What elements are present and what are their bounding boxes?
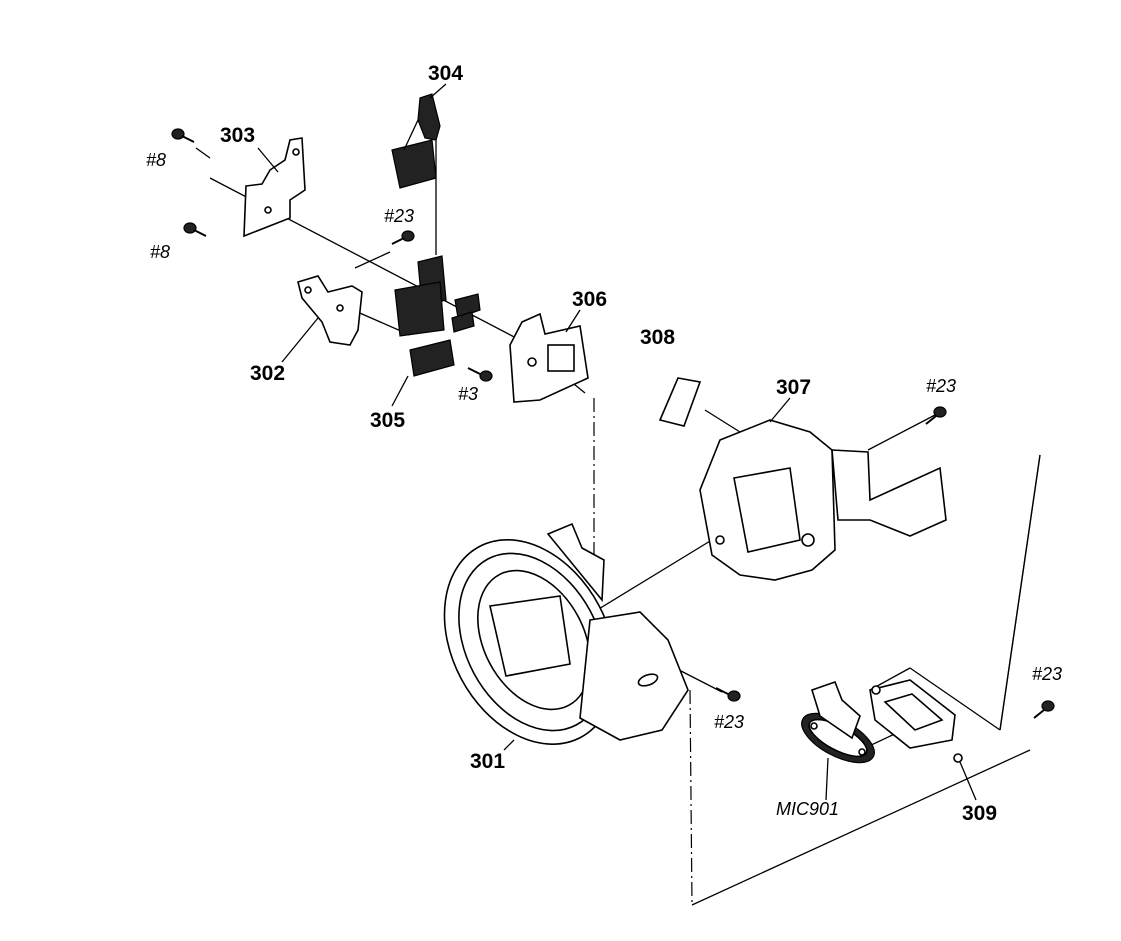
- screw-8-bottom: [183, 222, 207, 237]
- part-301: [443, 522, 689, 745]
- screw-23-upper: [391, 230, 415, 245]
- screw-8-top: [171, 128, 195, 143]
- callout-labels: 304 303 #8 #8 #23 302 305 #3 306 308 307…: [146, 62, 1062, 825]
- part-304: [391, 93, 441, 189]
- label-screw-23-right-top: #23: [926, 376, 956, 396]
- screw-23-far-right: [1033, 700, 1055, 719]
- label-screw-23-upper: #23: [384, 206, 414, 226]
- part-307: [699, 419, 947, 581]
- label-304: 304: [428, 62, 463, 85]
- label-302: 302: [250, 362, 285, 385]
- guide-lines: [209, 140, 1041, 906]
- part-305: [394, 255, 481, 377]
- label-screw-8-top: #8: [146, 150, 166, 170]
- part-306: [509, 312, 589, 403]
- screw-23-lower: [715, 687, 741, 702]
- label-307: 307: [776, 376, 811, 399]
- label-306: 306: [572, 288, 607, 311]
- label-mic901: MIC901: [776, 799, 839, 819]
- part-303: [243, 137, 306, 238]
- label-309: 309: [962, 802, 997, 825]
- label-screw-8-bottom: #8: [150, 242, 170, 262]
- part-302: [297, 275, 363, 346]
- label-308: 308: [640, 326, 675, 349]
- label-screw-23-far-right: #23: [1032, 664, 1062, 684]
- part-309: [811, 679, 963, 763]
- part-308: [658, 377, 702, 427]
- screw-3: [467, 367, 493, 382]
- label-301: 301: [470, 750, 505, 773]
- label-305: 305: [370, 409, 405, 432]
- part-mic901: [801, 712, 875, 764]
- screw-23-right-top: [925, 406, 947, 425]
- label-screw-3: #3: [458, 384, 478, 404]
- label-303: 303: [220, 124, 255, 147]
- leader-lines: [195, 83, 977, 801]
- label-screw-23-lower: #23: [714, 712, 744, 732]
